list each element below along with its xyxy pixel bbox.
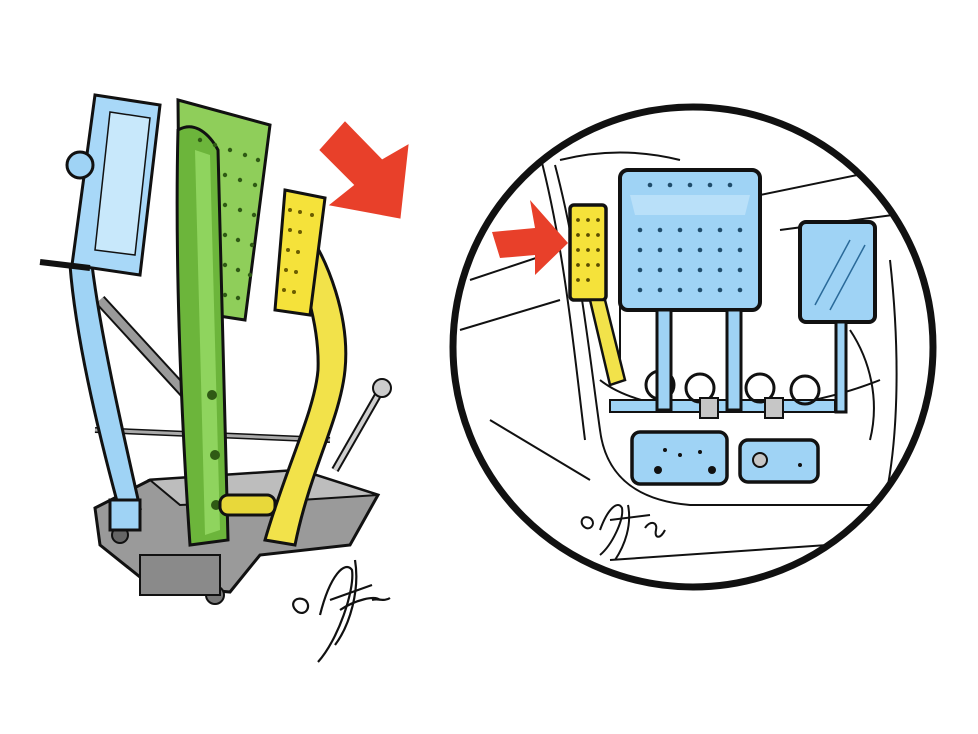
right-pedal-pad bbox=[798, 220, 877, 414]
clutch-pedal bbox=[39, 93, 162, 532]
floor-plates bbox=[630, 430, 820, 486]
left-red-arrow bbox=[319, 121, 409, 219]
left-signature bbox=[292, 559, 391, 663]
left-panel bbox=[39, 93, 409, 663]
magnifier-circle bbox=[449, 103, 937, 591]
accelerator-linkage bbox=[331, 378, 392, 472]
brake-pedal bbox=[175, 98, 272, 547]
right-signature bbox=[580, 504, 666, 561]
yellow-pedal-pad bbox=[568, 203, 627, 387]
brake-pad-holes bbox=[197, 137, 261, 301]
accelerator-pedal bbox=[218, 188, 348, 547]
right-panel bbox=[449, 103, 937, 591]
right-red-arrow bbox=[492, 200, 568, 275]
center-pedal-pad bbox=[618, 168, 762, 412]
